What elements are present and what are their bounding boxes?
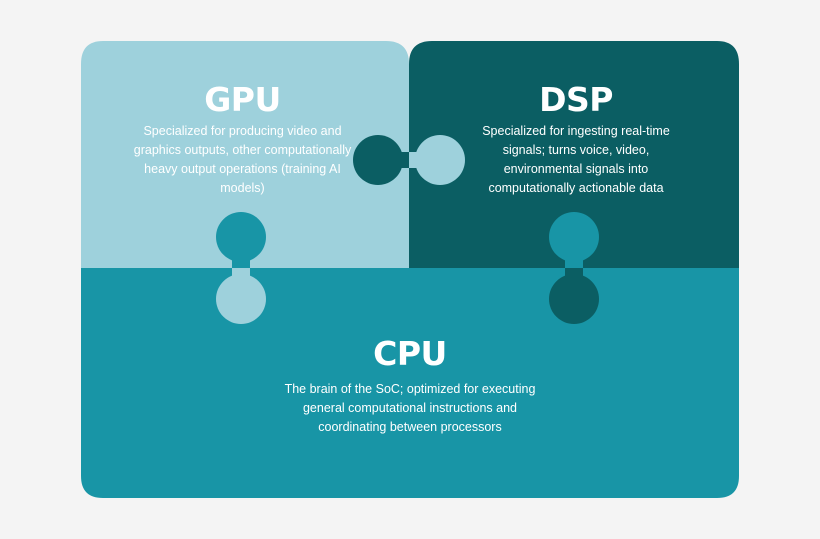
gpu-description: Specialized for producing video and grap… [133, 124, 352, 195]
cpu-title: CPU [373, 334, 447, 373]
cpu-knob-top-right [549, 212, 599, 262]
gpu-dsp-connector [353, 135, 465, 185]
dsp-knob-neck-lower [565, 268, 583, 284]
gpu-label-block: GPU Specialized for producing video and … [130, 82, 355, 198]
gpu-title: GPU [204, 80, 281, 119]
gpu-knob-neck [409, 152, 425, 168]
cpu-label-block: CPU The brain of the SoC; optimized for … [270, 336, 550, 437]
dsp-knob-bottom [549, 274, 599, 324]
cpu-knob-top [216, 212, 266, 262]
dsp-puzzle-piece [409, 41, 739, 268]
gpu-cpu-connector [216, 212, 266, 324]
dsp-knob-left [353, 135, 403, 185]
gpu-puzzle-piece [81, 41, 409, 268]
gpu-knob-bottom [216, 274, 266, 324]
dsp-cpu-connector [549, 212, 599, 324]
gpu-knob-neck-lower [232, 268, 250, 284]
dsp-label-block: DSP Specialized for ingesting real-time … [467, 82, 685, 198]
cpu-puzzle-piece [81, 268, 739, 498]
gpu-knob-right [415, 135, 465, 185]
dsp-description: Specialized for ingesting real-time sign… [482, 124, 670, 195]
dsp-title: DSP [539, 80, 613, 119]
cpu-knob-neck [232, 252, 250, 268]
cpu-knob-neck-right [565, 252, 583, 268]
cpu-description: The brain of the SoC; optimized for exec… [284, 382, 536, 434]
